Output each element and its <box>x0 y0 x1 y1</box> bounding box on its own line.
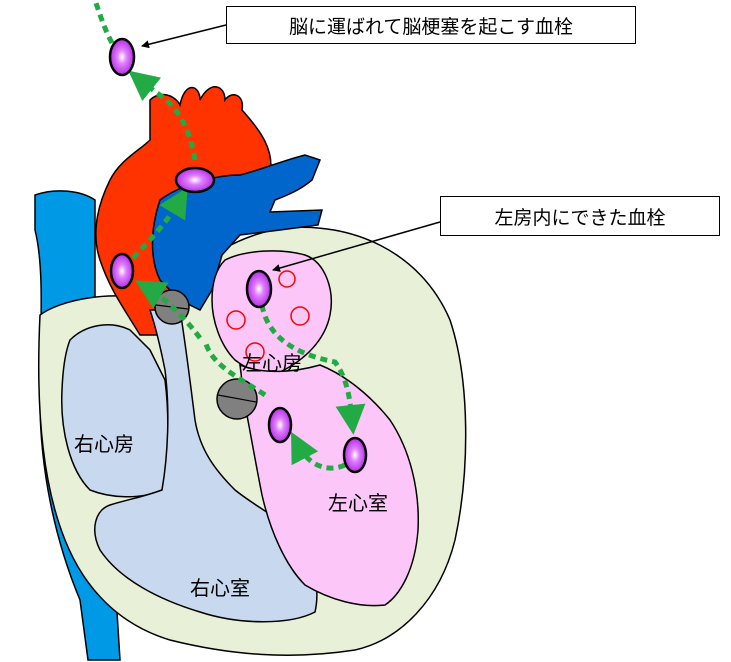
flow-arrow-to-brain <box>95 0 112 43</box>
label-left-ventricle: 左心室 <box>328 487 388 516</box>
callout-pointer-brain <box>142 25 226 46</box>
clot-lv-right <box>344 438 366 472</box>
clot-aorta-lower <box>111 254 133 288</box>
label-left-atrium: 左心房 <box>242 347 302 376</box>
callout-brain-embolus: 脳に運ばれて脳梗塞を起こす血栓 <box>226 6 636 44</box>
callout-left-atrium-thrombus-text: 左房内にできた血栓 <box>494 203 665 230</box>
label-right-atrium: 右心房 <box>74 428 134 457</box>
clot-lv-left <box>269 408 291 442</box>
callout-left-atrium-thrombus: 左房内にできた血栓 <box>440 196 720 236</box>
clot-brain <box>110 39 134 75</box>
callout-brain-embolus-text: 脳に運ばれて脳梗塞を起こす血栓 <box>289 12 573 39</box>
clot-aorta-upper <box>176 168 214 192</box>
clot-left-atrium <box>247 271 271 307</box>
label-right-ventricle: 右心室 <box>190 572 250 601</box>
